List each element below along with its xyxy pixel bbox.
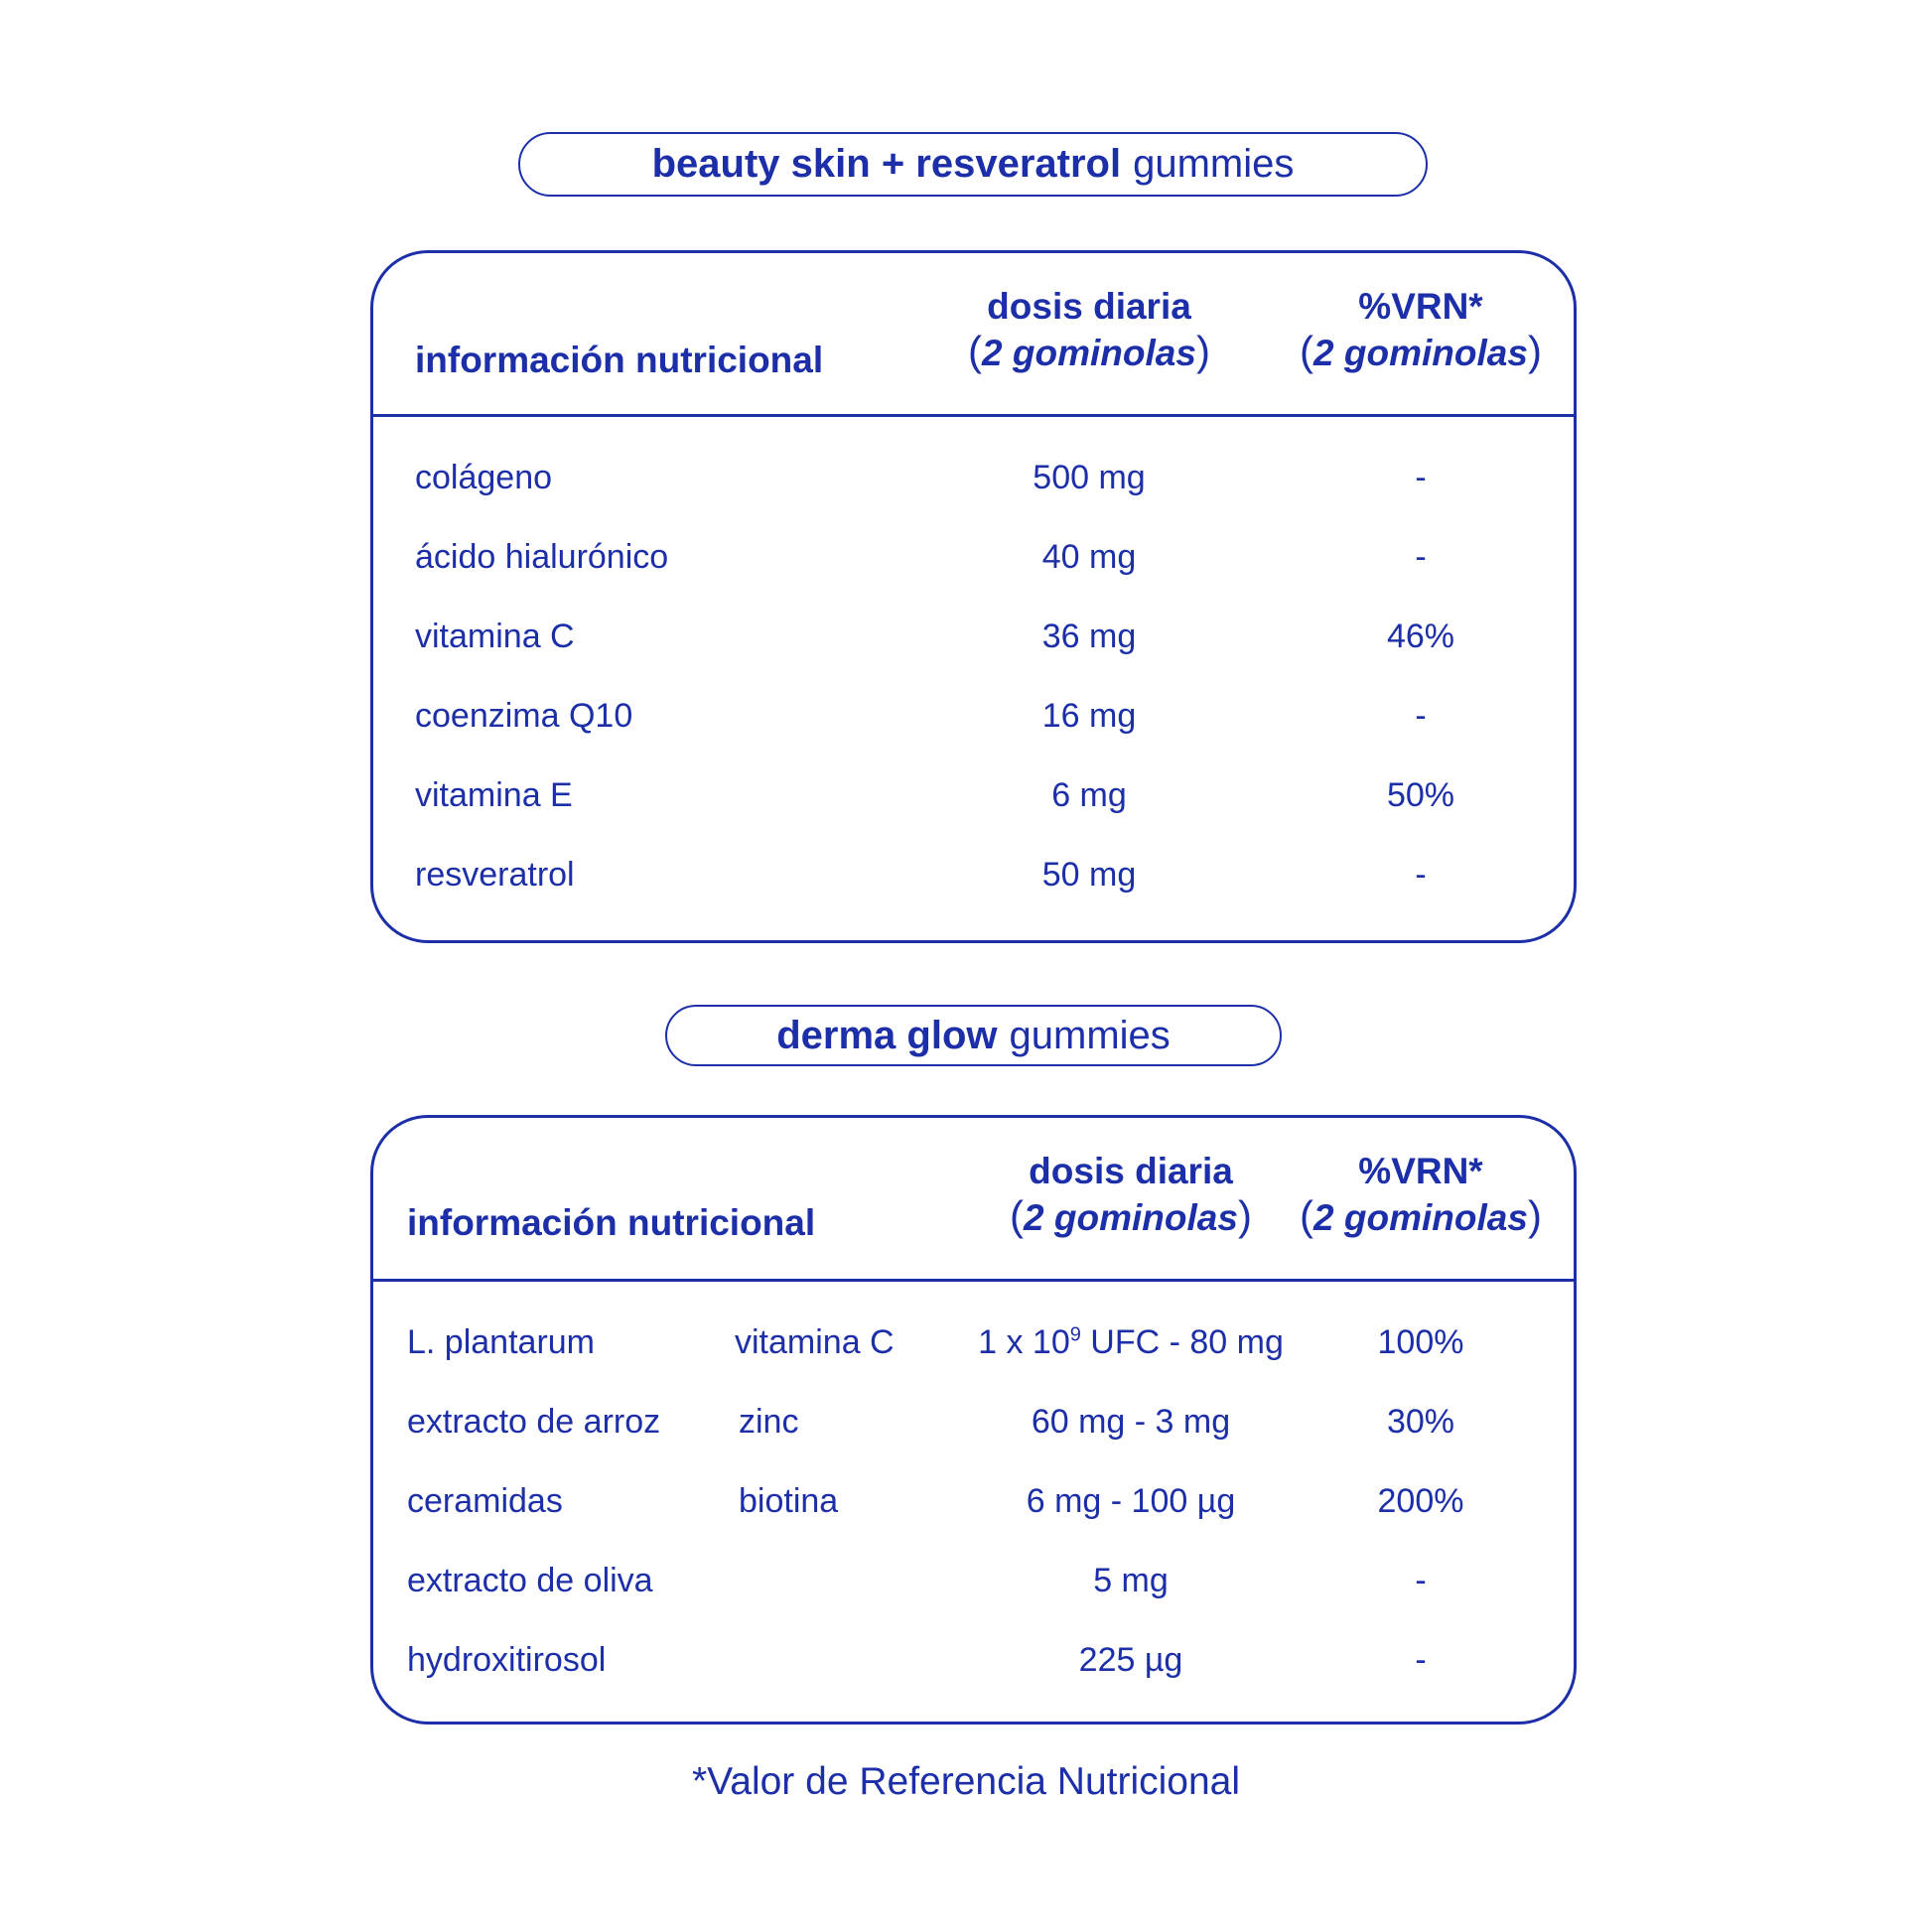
table-row-name: ácido hialurónico: [415, 538, 669, 576]
product1-header-dose: dosis diaria (2 gominolas): [968, 286, 1210, 374]
product2-header-vrn: %VRN* (2 gominolas): [1300, 1151, 1542, 1239]
product2-header-info: información nutricional: [407, 1202, 816, 1243]
table-row-name: hydroxitirosol: [407, 1641, 607, 1679]
table-row-dose: 1 x 109 UFC - 80 mg: [978, 1323, 1284, 1361]
product2-header-dose: dosis diaria (2 gominolas): [1010, 1151, 1252, 1239]
product2-nutrition-table: información nutricional dosis diaria (2 …: [370, 1115, 1577, 1725]
product1-nutrition-table: información nutricional dosis diaria (2 …: [370, 250, 1577, 943]
product2-title-bold: derma glow: [776, 1013, 998, 1057]
product1-title-light: gummies: [1133, 142, 1295, 186]
table-row-name: colágeno: [415, 459, 553, 496]
table-row-name: coenzima Q10: [415, 697, 633, 735]
table-row-name2: zinc: [739, 1403, 799, 1441]
table-row-vrn: -: [1415, 1562, 1427, 1599]
table-row-name: resveratrol: [415, 856, 575, 894]
table-row-dose: 36 mg: [1041, 618, 1137, 655]
table-row-dose: 50 mg: [1041, 856, 1137, 894]
table-row-vrn: 100%: [1377, 1323, 1464, 1361]
table-row-name: L. plantarum: [407, 1323, 595, 1361]
table-row-name: vitamina C: [415, 618, 575, 655]
table-row-vrn: -: [1415, 1641, 1427, 1679]
footnote: *Valor de Referencia Nutricional: [691, 1760, 1241, 1803]
product1-header-vrn: %VRN* (2 gominolas): [1300, 286, 1542, 374]
table-row-name: vitamina E: [415, 776, 573, 814]
product1-title-pill: beauty skin + resveratrol gummies: [518, 132, 1428, 197]
table-row-name2: vitamina C: [735, 1323, 895, 1361]
product1-header-info: información nutricional: [415, 340, 824, 380]
table-row-vrn: -: [1415, 856, 1427, 894]
product2-title-pill: derma glow gummies: [665, 1005, 1282, 1066]
table-row-name: extracto de oliva: [407, 1562, 653, 1599]
product1-table-header: información nutricional dosis diaria (2 …: [373, 253, 1574, 417]
table-row-name: ceramidas: [407, 1482, 563, 1520]
table-row-dose: 6 mg - 100 µg: [1026, 1482, 1236, 1520]
table-row-dose: 16 mg: [1041, 697, 1137, 735]
table-row-dose: 40 mg: [1041, 538, 1137, 576]
table-row-vrn: -: [1415, 697, 1427, 735]
table-row-dose: 6 mg: [1051, 776, 1127, 814]
table-row-vrn: 50%: [1386, 776, 1455, 814]
table-row-dose: 225 µg: [1078, 1641, 1183, 1679]
table-row-name: extracto de arroz: [407, 1403, 661, 1441]
table-row-dose: 500 mg: [1033, 459, 1146, 496]
table-row-dose: 60 mg - 3 mg: [1031, 1403, 1231, 1441]
table-row-vrn: 46%: [1386, 618, 1455, 655]
table-row-vrn: -: [1415, 459, 1427, 496]
product2-table-header: información nutricional dosis diaria (2 …: [373, 1118, 1574, 1282]
table-row-vrn: -: [1415, 538, 1427, 576]
product2-title-light: gummies: [1009, 1013, 1171, 1057]
table-row-dose: 5 mg: [1093, 1562, 1169, 1599]
table-row-name2: biotina: [739, 1482, 839, 1520]
table-row-vrn: 30%: [1386, 1403, 1455, 1441]
product1-title-bold: beauty skin + resveratrol: [651, 142, 1122, 186]
table-row-vrn: 200%: [1377, 1482, 1464, 1520]
